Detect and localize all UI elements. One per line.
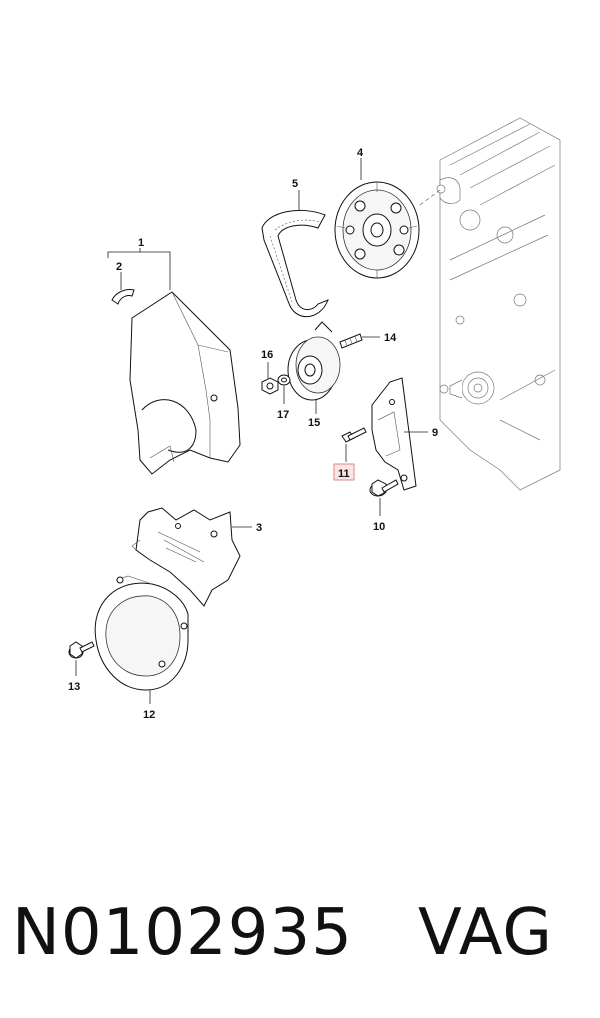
label-11: 11 <box>338 468 350 480</box>
rear-guard <box>371 377 417 491</box>
upper-timing-cover <box>129 291 241 475</box>
label-16: 16 <box>261 349 273 361</box>
exploded-parts-diagram: 4 5 1 2 15 14 <box>68 117 561 721</box>
label-10: 10 <box>373 521 385 533</box>
label-9: 9 <box>432 427 438 439</box>
seal-strip <box>111 289 135 305</box>
label-15: 15 <box>308 417 320 429</box>
label-13: 13 <box>68 681 80 693</box>
tensioner-roller <box>287 321 341 401</box>
camshaft-sprocket <box>334 181 420 279</box>
label-12: 12 <box>143 709 155 721</box>
part-number: N0102935 <box>12 896 353 970</box>
label-2: 2 <box>116 261 122 273</box>
cover-bolt <box>68 641 95 659</box>
stud-bolt <box>339 333 363 349</box>
flange-bolt <box>369 479 399 497</box>
footer: N0102935 VAG <box>0 878 600 988</box>
label-3: 3 <box>256 522 262 534</box>
label-17: 17 <box>277 409 289 421</box>
label-1: 1 <box>138 237 144 249</box>
label-5: 5 <box>292 178 298 190</box>
lower-timing-cover <box>94 575 189 691</box>
engine-block <box>436 117 561 491</box>
center-timing-cover <box>131 507 241 607</box>
nut <box>261 377 279 395</box>
brand-name: VAG <box>418 896 553 970</box>
washer <box>277 374 291 386</box>
small-bolt <box>341 427 367 443</box>
highlight-box-11 <box>333 463 355 481</box>
timing-belt <box>261 209 329 317</box>
label-4: 4 <box>357 147 364 159</box>
label-14: 14 <box>384 332 397 344</box>
